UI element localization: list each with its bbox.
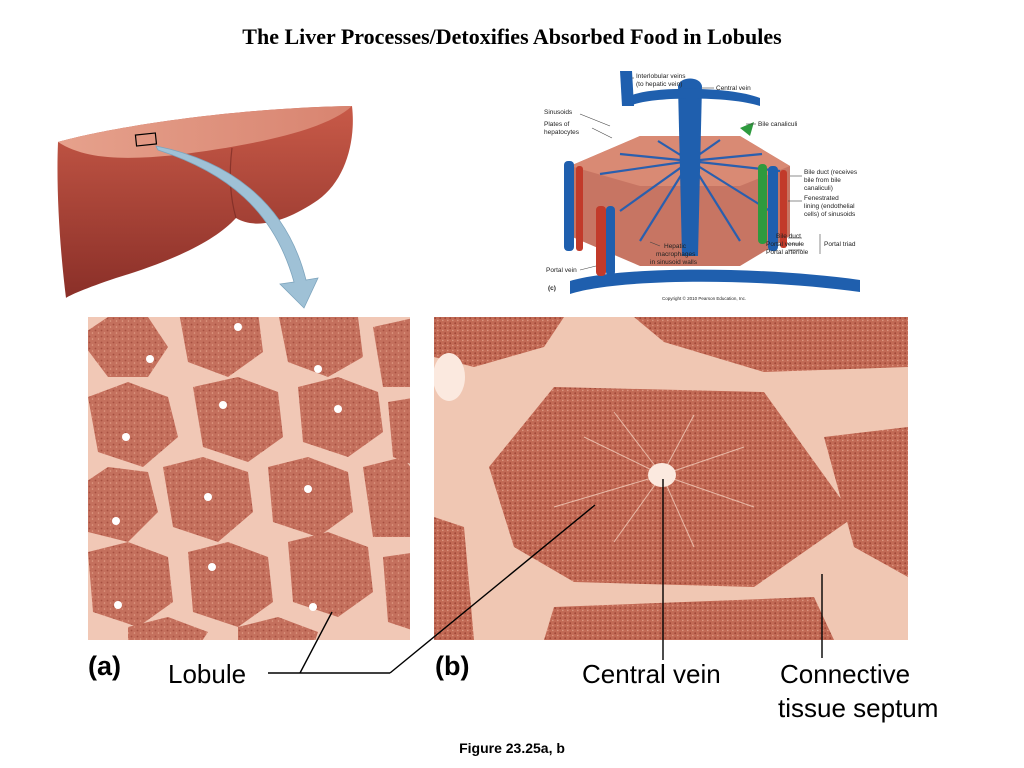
label-portal-vein: Portal vein: [546, 267, 577, 274]
label-hepatic-macrophages-3: in sinusoid walls: [650, 259, 698, 266]
central-lobule: [489, 387, 854, 587]
label-bile-duct-3: canaliculi): [804, 185, 833, 192]
label-bile-canaliculi: Bile canaliculi: [758, 121, 797, 128]
sample-box: [134, 132, 158, 147]
diagram-tag-c: (c): [548, 285, 556, 292]
liver-illustration: [57, 106, 353, 309]
label-interlobular-veins-1: Interlobular veins: [636, 73, 686, 80]
label-bile-duct-2: bile from bile: [804, 177, 841, 184]
liver-cut-surface: [58, 106, 352, 158]
label-portal-venule: Portal venule: [766, 241, 804, 248]
portal-vein-vessel: [570, 269, 860, 294]
label-hepatic-macrophages-2: macrophages: [656, 251, 696, 258]
label-interlobular-veins-2: (to hepatic vein): [636, 81, 682, 88]
label-central-vein-c: Central vein: [716, 85, 751, 92]
label-plates-2: hepatocytes: [544, 129, 580, 136]
label-hepatic-macrophages-1: Hepatic: [664, 243, 687, 250]
zoom-arrow: [155, 145, 319, 309]
figure-caption: Figure 23.25a, b: [459, 740, 565, 756]
central-vein-label: Central vein: [582, 659, 721, 689]
septum-label-line1: Connective: [780, 659, 911, 689]
label-sinusoids: Sinusoids: [544, 109, 573, 116]
micrograph-a: [88, 317, 410, 640]
micrograph-b: [434, 317, 908, 640]
copyright-text: Copyright © 2010 Pearson Education, Inc.: [662, 295, 746, 301]
label-portal-arteriole: Portal arteriole: [766, 249, 809, 256]
central-vein-lumen: [648, 463, 676, 487]
lobule-diagram: Interlobular veins (to hepatic vein) Cen…: [540, 66, 880, 306]
central-vein-vessel: [678, 78, 702, 256]
label-portal-triad: Portal triad: [824, 241, 856, 248]
page-title: The Liver Processes/Detoxifies Absorbed …: [242, 24, 782, 49]
label-bile-duct-small: Bile duct: [776, 233, 801, 240]
lobule-label: Lobule: [168, 659, 247, 689]
label-fenestrated-1: Fenestrated: [804, 195, 839, 202]
septum-label-line2: tissue septum: [778, 693, 939, 723]
panel-tag-b: (b): [435, 651, 470, 681]
label-plates-1: Plates of: [544, 121, 569, 128]
panel-tag-a: (a): [88, 651, 121, 681]
label-fenestrated-3: cells) of sinusoids: [804, 211, 856, 218]
label-bile-duct-1: Bile duct (receives: [804, 169, 858, 176]
label-fenestrated-2: lining (endothelial: [804, 203, 855, 210]
